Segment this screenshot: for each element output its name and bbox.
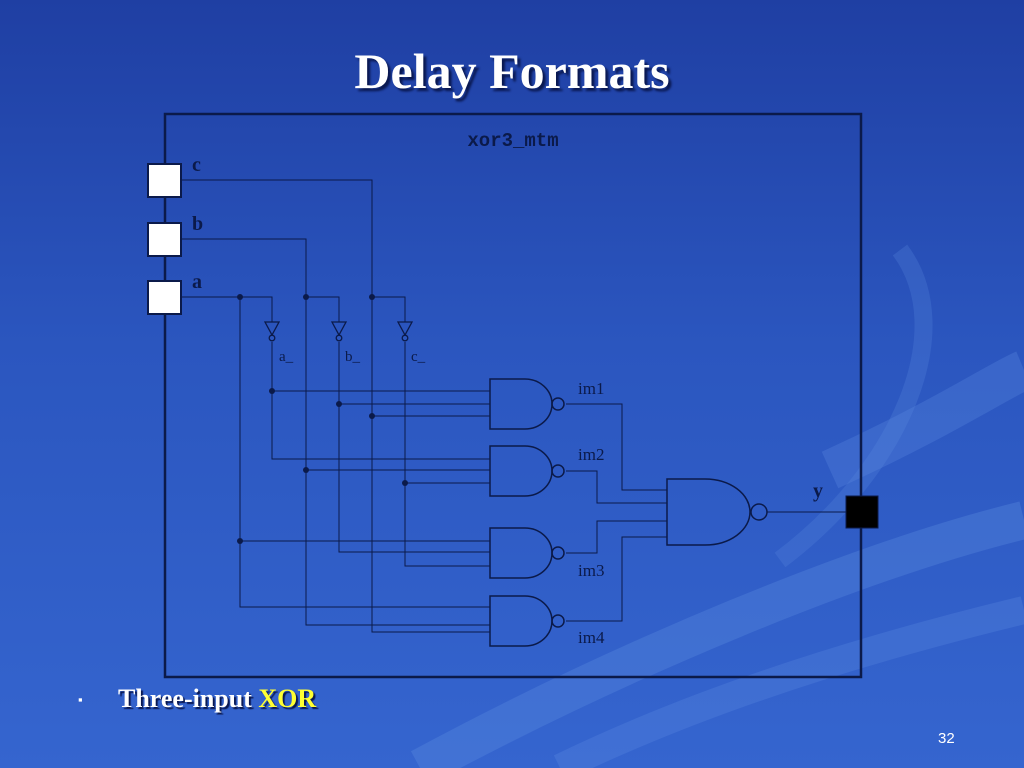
net-a-bar-label: a_ <box>279 349 294 365</box>
port-c-label: c <box>192 154 201 176</box>
net-im2-label: im2 <box>578 445 604 464</box>
inverters <box>263 321 414 342</box>
net-c-bar-label: c_ <box>411 349 426 365</box>
nand-gate-im1 <box>489 378 553 430</box>
caption-prefix: Three-input <box>118 684 259 713</box>
nand-gate-im2 <box>489 445 553 497</box>
inverter-a <box>263 321 281 337</box>
net-im4-label: im4 <box>578 628 605 647</box>
wires <box>181 179 846 633</box>
bullet-icon: ▪ <box>78 692 83 707</box>
net-b-bar-label: b_ <box>345 349 361 365</box>
module-name: xor3_mtm <box>467 130 558 152</box>
port-b-label: b <box>192 213 203 235</box>
port-y <box>845 495 879 529</box>
nand-gate-im4 <box>489 595 553 647</box>
inverter-c <box>396 321 414 337</box>
port-a <box>147 280 182 315</box>
junction-dots <box>237 294 408 544</box>
caption: Three-input XOR <box>118 684 316 714</box>
nand-gate-im3 <box>489 527 553 579</box>
slide-title: Delay Formats <box>354 43 670 99</box>
net-im1-label: im1 <box>578 379 604 398</box>
port-y-label: y <box>813 480 823 502</box>
net-im3-label: im3 <box>578 561 604 580</box>
inverter-b <box>330 321 348 337</box>
page-number: 32 <box>938 730 955 747</box>
nand-gates <box>489 378 768 647</box>
port-a-label: a <box>192 271 202 293</box>
module-border <box>163 112 863 679</box>
port-b <box>147 222 182 257</box>
caption-highlight: XOR <box>258 684 317 713</box>
port-c <box>147 163 182 198</box>
nand-gate-output <box>666 478 751 546</box>
